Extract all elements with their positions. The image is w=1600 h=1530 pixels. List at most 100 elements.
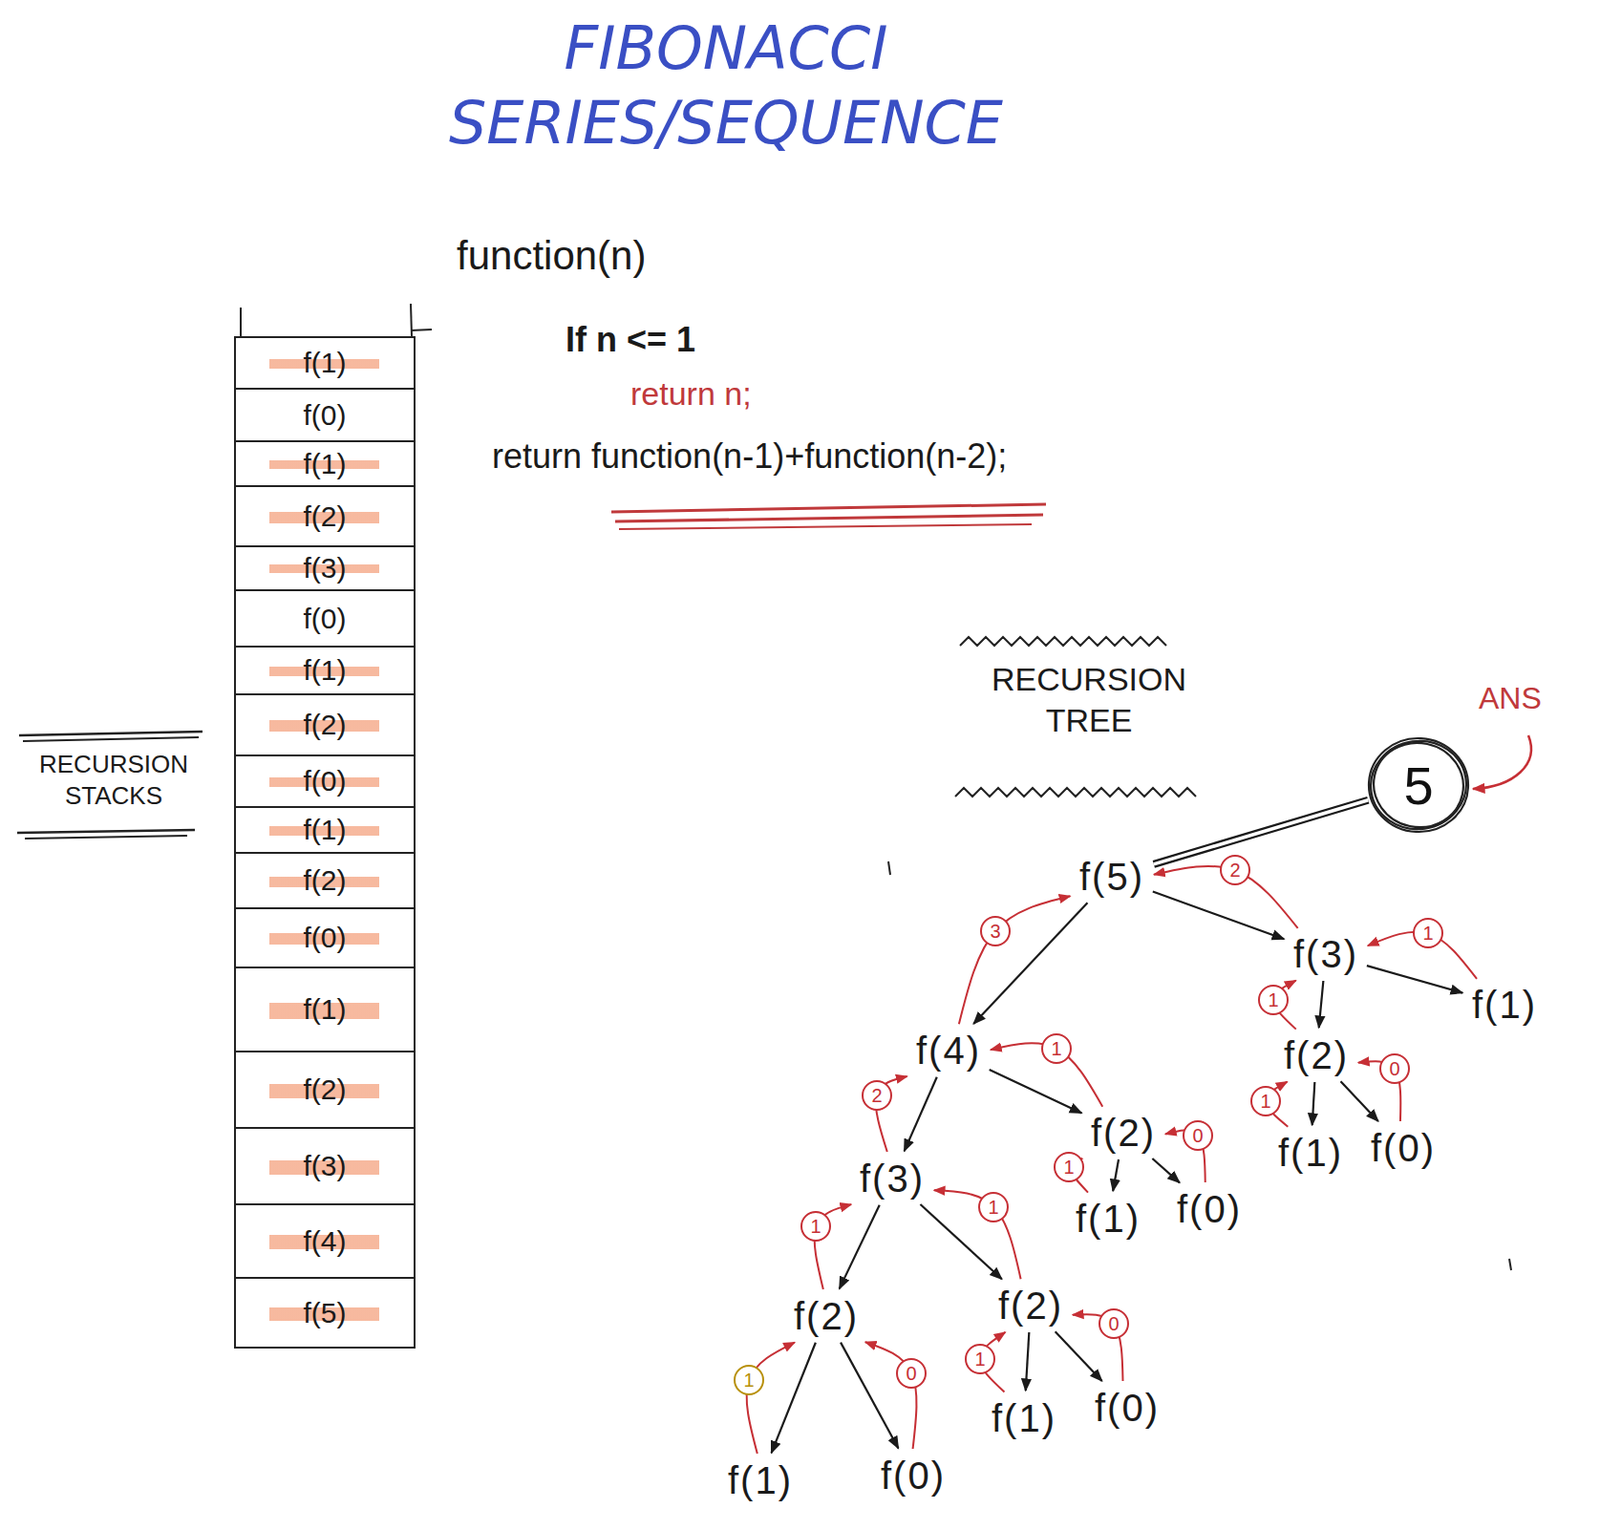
return-value: 2	[1219, 854, 1251, 886]
connector-line	[1312, 1082, 1316, 1126]
node-text: f(2)	[303, 864, 347, 897]
code-line: return n;	[630, 374, 752, 414]
node-text: f(2)	[998, 1284, 1064, 1327]
stack-frame: f(2)	[234, 693, 416, 757]
return-arrow	[959, 896, 1070, 1024]
stack-frame: f(1)	[234, 966, 416, 1053]
call-arrow	[904, 1077, 938, 1152]
connector-line	[934, 1190, 1022, 1280]
node-text: f(1)	[1472, 983, 1537, 1026]
return-value: 0	[896, 1358, 927, 1389]
node-text: f(0)	[303, 765, 347, 798]
call-node: f(3)	[853, 1154, 931, 1203]
connector-line	[1152, 891, 1284, 939]
return-value: 3	[980, 916, 1011, 947]
call-arrow	[973, 902, 1088, 1024]
connector-line	[989, 1069, 1083, 1113]
link-stroke	[1153, 800, 1368, 865]
circle-stroke	[1365, 734, 1472, 836]
stack-frame: f(0)	[234, 589, 416, 648]
call-node: f(1)	[722, 1456, 799, 1505]
connector-line	[1055, 1331, 1103, 1382]
node-text: f(5)	[303, 1297, 347, 1330]
call-node: f(3)	[1287, 930, 1365, 979]
circle-stroke	[1365, 734, 1472, 835]
node-text: f(1)	[303, 448, 347, 481]
stack-frame: f(3)	[234, 545, 416, 592]
node-text: f(2)	[303, 500, 347, 534]
return-arrow	[746, 1343, 795, 1454]
stack-frame: f(2)	[234, 852, 416, 910]
call-node: f(1)	[1466, 981, 1543, 1029]
stack-frame: f(1)	[234, 806, 416, 854]
stack-frame: f(1)	[234, 440, 416, 488]
connector-line	[904, 1077, 938, 1152]
call-node: f(2)	[1278, 1031, 1355, 1080]
call-node: f(0)	[1088, 1384, 1166, 1432]
node-text: f(0)	[1370, 1127, 1436, 1170]
stack-mark	[410, 329, 432, 331]
stack-frame: f(1)	[234, 336, 416, 390]
answer-circle: 5	[1368, 735, 1469, 835]
code-line: If n <= 1	[565, 319, 696, 361]
underline	[24, 835, 188, 839]
return-value: 1	[733, 1365, 765, 1396]
connector-line	[1366, 965, 1463, 993]
code-underline	[615, 514, 1044, 522]
return-value: 1	[1041, 1033, 1072, 1065]
return-value: 1	[800, 1211, 832, 1242]
call-arrow	[1055, 1331, 1103, 1382]
connector-line	[1112, 1159, 1119, 1192]
call-arrow	[840, 1343, 898, 1450]
node-text: 5	[1403, 754, 1433, 817]
node-text: f(0)	[1176, 1188, 1242, 1231]
node-text: f(0)	[1094, 1386, 1160, 1430]
call-arrow	[1319, 981, 1324, 1028]
call-node: f(0)	[1365, 1124, 1442, 1173]
call-arrow	[839, 1205, 880, 1290]
node-text: f(4)	[916, 1029, 982, 1072]
underline	[17, 830, 195, 833]
circle-stroke	[1366, 735, 1472, 834]
call-arrow	[1341, 1081, 1379, 1122]
node-text: f(3)	[1293, 933, 1359, 976]
stack-frame: f(2)	[234, 1050, 416, 1130]
call-node: f(0)	[874, 1451, 952, 1500]
return-value: 1	[1258, 984, 1289, 1016]
call-node: f(1)	[1069, 1194, 1147, 1243]
call-node: f(0)	[1171, 1185, 1248, 1234]
node-text: f(3)	[303, 552, 347, 585]
node-text: f(1)	[303, 346, 347, 380]
node-text: f(2)	[1283, 1034, 1349, 1077]
answer-pointer	[1472, 735, 1532, 790]
call-arrow	[771, 1343, 816, 1454]
stray-mark	[1509, 1258, 1512, 1271]
node-text: f(2)	[303, 708, 347, 742]
node-text: f(1)	[303, 654, 347, 687]
connector-line	[771, 1343, 816, 1454]
stack-frame: f(4)	[234, 1203, 416, 1280]
node-text: f(4)	[303, 1225, 347, 1259]
squiggle	[960, 637, 1167, 646]
return-value: 0	[1379, 1053, 1410, 1085]
underline	[22, 737, 199, 742]
node-text: f(3)	[859, 1157, 925, 1200]
stack-frame: f(0)	[234, 907, 416, 969]
call-arrow	[989, 1069, 1083, 1113]
node-text: f(1)	[303, 993, 347, 1026]
node-text: f(0)	[303, 602, 347, 636]
call-node: f(1)	[985, 1394, 1063, 1443]
answer-note: ANS	[1478, 680, 1542, 717]
connector-line	[840, 1343, 898, 1450]
node-text: f(5)	[1079, 855, 1145, 898]
connector-line	[959, 896, 1070, 1024]
underline	[19, 731, 203, 736]
stray-mark	[888, 861, 891, 875]
node-text: f(1)	[1278, 1131, 1344, 1174]
call-arrow	[1025, 1332, 1030, 1391]
call-node: f(1)	[1272, 1129, 1349, 1177]
return-value: 1	[964, 1344, 996, 1375]
node-text: f(2)	[1090, 1111, 1156, 1154]
stack-frame: f(5)	[234, 1277, 416, 1349]
connector-line	[1341, 1081, 1379, 1122]
